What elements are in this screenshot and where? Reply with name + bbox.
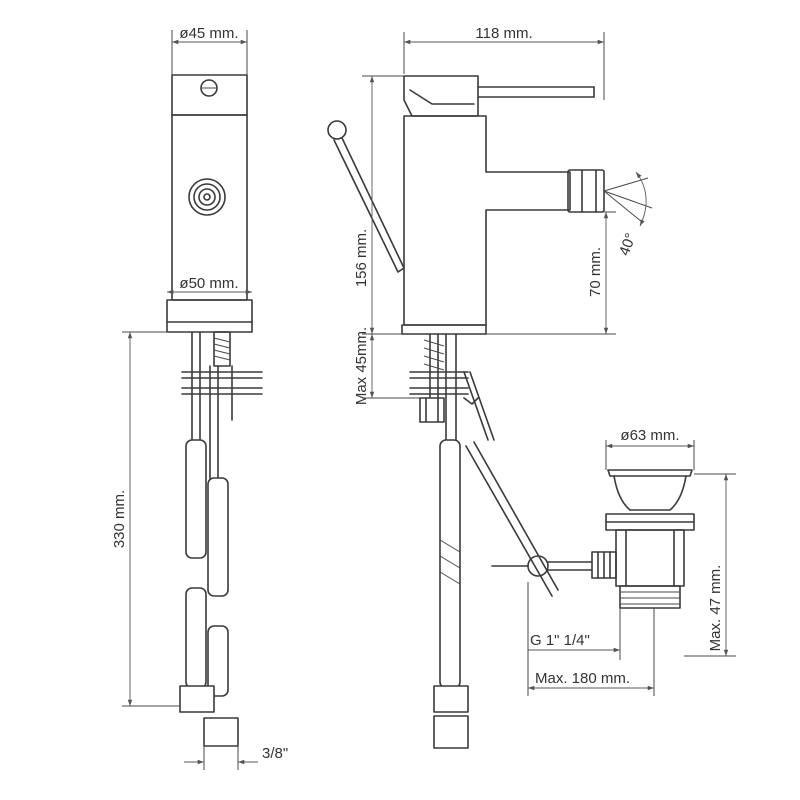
lever-handle bbox=[403, 75, 595, 117]
top-diameter-label: ø45 mm. bbox=[179, 25, 238, 42]
threaded-stud-side bbox=[213, 331, 231, 367]
waste-thread bbox=[619, 585, 681, 609]
base-diameter-label: ø50 mm. bbox=[179, 275, 238, 292]
threaded-stud-front bbox=[419, 333, 445, 423]
hose-nut-right bbox=[203, 717, 239, 747]
waste-thread-label: G 1" 1/4" bbox=[530, 632, 590, 649]
hose-nut-left bbox=[179, 685, 215, 713]
side-view: ø45 mm. ø50 mm. bbox=[111, 25, 288, 770]
spout-height-label: 70 mm. bbox=[587, 247, 604, 297]
hose-right bbox=[207, 477, 229, 597]
base-ring bbox=[166, 299, 253, 333]
waste-diameter-label: ø63 mm. bbox=[620, 427, 679, 444]
height-label: 156 mm. bbox=[353, 229, 370, 287]
hose-length-label: 330 mm. bbox=[111, 490, 128, 548]
hose-connection-label: 3/8" bbox=[262, 745, 288, 762]
max-deck-label: Max 45mm. bbox=[353, 327, 370, 405]
mixer-body-side bbox=[171, 114, 248, 301]
base-flange bbox=[401, 324, 487, 335]
hose-front bbox=[433, 439, 469, 749]
mixer-body-front bbox=[403, 115, 571, 326]
spout-outlet-front bbox=[188, 178, 226, 216]
spout-angle-label: 40° bbox=[616, 231, 640, 258]
rod-max-length-label: Max. 180 mm. bbox=[535, 670, 630, 687]
width-label: 118 mm. bbox=[475, 25, 532, 42]
front-view: 118 mm. 40° bbox=[327, 25, 653, 749]
lever-head bbox=[171, 74, 248, 116]
hose-left bbox=[185, 439, 207, 559]
waste-max-height-label: Max. 47 mm. bbox=[707, 565, 724, 652]
pop-up-waste: ø63 mm. Max. 47 mm. G 1" 1/4" bbox=[527, 427, 736, 696]
fixing-nut bbox=[419, 397, 445, 423]
aerator bbox=[567, 169, 605, 213]
waste-cap bbox=[607, 469, 693, 477]
